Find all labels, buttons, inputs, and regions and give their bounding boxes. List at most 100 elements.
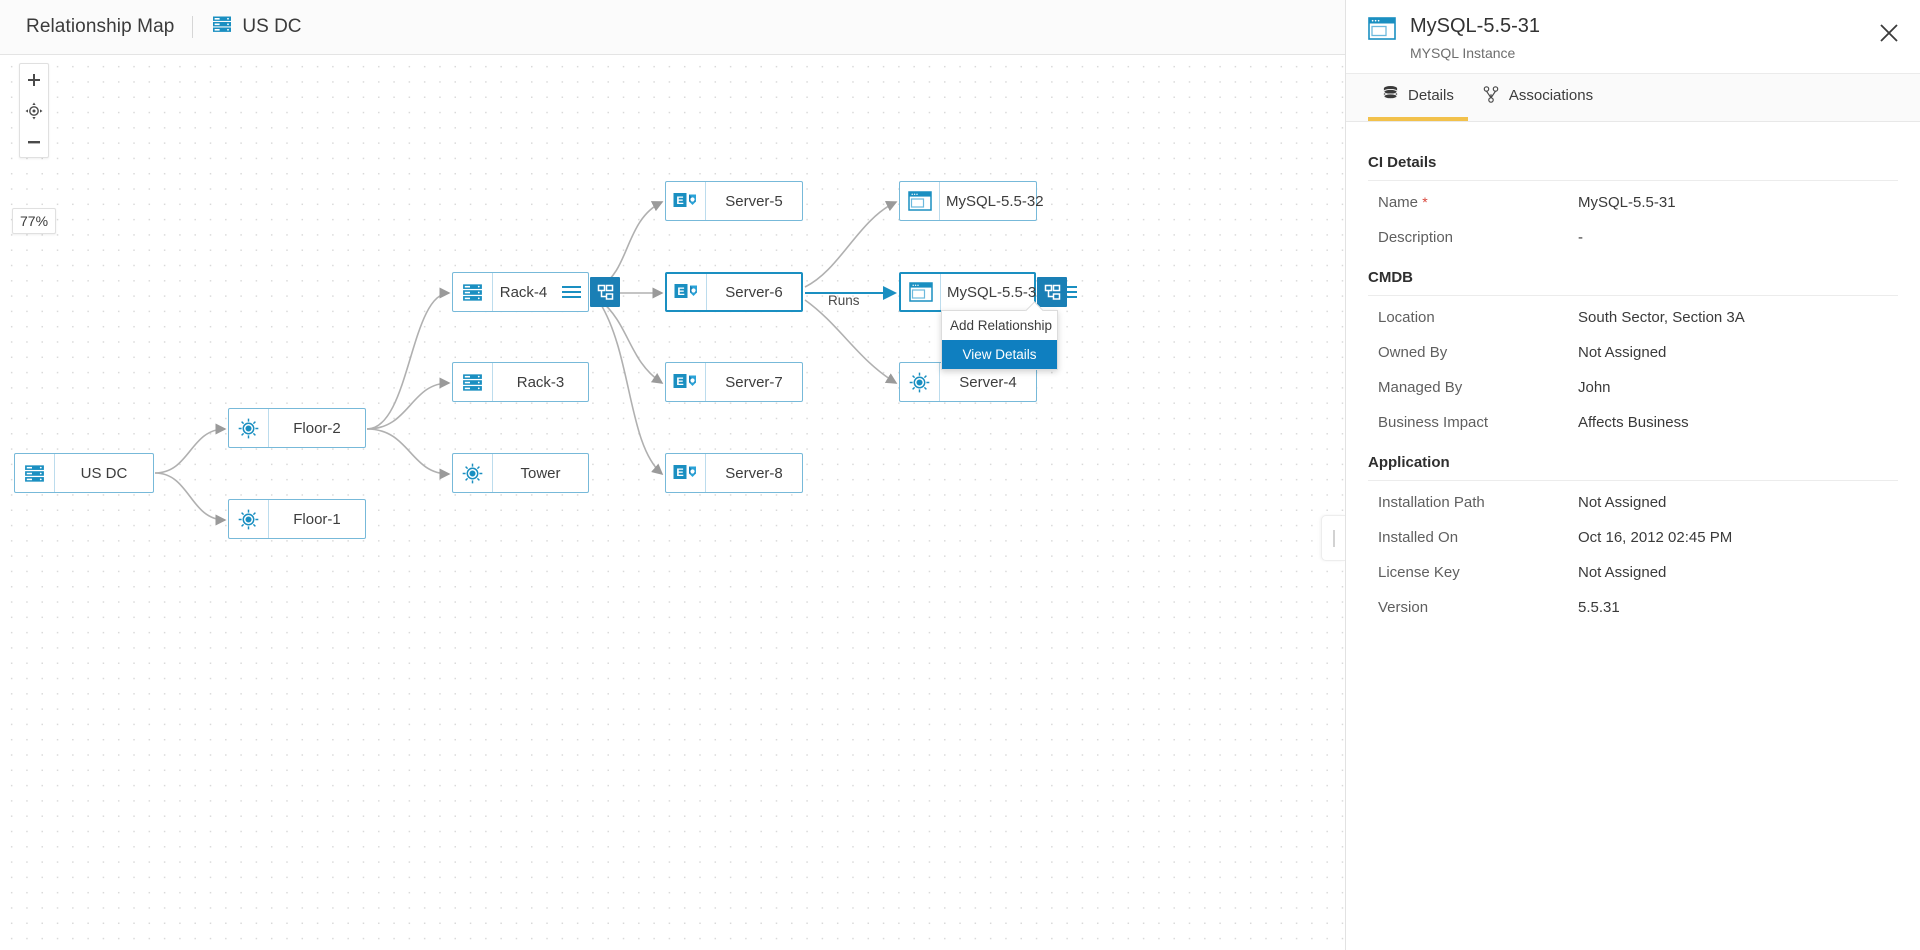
graph-node-floor-1[interactable]: Floor-1 <box>228 499 366 539</box>
graph-node-label: Server-4 <box>959 373 1017 391</box>
graph-node-server-7[interactable]: E Server-7 <box>665 362 803 402</box>
section-title: CI Details <box>1368 154 1437 171</box>
breadcrumb-current-label: US DC <box>242 16 302 37</box>
detail-row: Business Impact Affects Business <box>1368 405 1898 440</box>
menu-item-view-details[interactable]: View Details <box>942 340 1057 369</box>
graph-node-label: Server-6 <box>725 283 783 301</box>
graph-node-server-8[interactable]: E Server-8 <box>665 453 803 493</box>
detail-key: Version <box>1378 599 1429 616</box>
section-title: Application <box>1368 454 1450 471</box>
graph-node-label: MySQL-5.5-31 <box>947 283 1045 301</box>
graph-node-label: Rack-4 <box>499 283 548 301</box>
node-context-menu[interactable]: Add Relationship View Details <box>941 301 1058 370</box>
sun-gear-icon <box>900 363 940 401</box>
detail-key: Business Impact <box>1378 414 1489 431</box>
detail-row: Description - <box>1368 220 1898 255</box>
server-rack-icon <box>211 13 233 41</box>
graph-node-server-5[interactable]: E Server-5 <box>665 181 803 221</box>
node-menu-button[interactable] <box>554 273 588 311</box>
window-app-icon <box>900 182 940 220</box>
graph-node-rack-4[interactable]: Rack-4 <box>452 272 589 312</box>
graph-node-label: Floor-2 <box>293 419 341 437</box>
breadcrumb-root[interactable]: Relationship Map <box>26 16 175 37</box>
node-expand-button-rack-4[interactable] <box>590 277 620 307</box>
detail-value: Affects Business <box>1578 414 1689 431</box>
handle-grip-icon <box>1332 529 1335 547</box>
panel-tabs[interactable]: Details Associations <box>1346 74 1920 122</box>
recenter-icon[interactable] <box>20 95 48 126</box>
detail-row: Installation Path Not Assigned <box>1368 485 1898 520</box>
breadcrumb-divider <box>192 16 194 38</box>
server-rack-icon <box>453 363 493 401</box>
graph-node-tower[interactable]: Tower <box>452 453 589 493</box>
node-expand-button-mysql-31[interactable] <box>1037 277 1067 307</box>
graph-node-floor-2[interactable]: Floor-2 <box>228 408 366 448</box>
tab-details[interactable]: Details <box>1368 74 1468 121</box>
graph-node-label: US DC <box>80 464 128 482</box>
exchange-icon: E <box>666 363 706 401</box>
detail-row: Location South Sector, Section 3A <box>1368 300 1898 335</box>
graph-node-label: Floor-1 <box>293 510 341 528</box>
close-icon[interactable] <box>1878 22 1900 44</box>
graph-node-label: Tower <box>520 464 561 482</box>
detail-key: Location <box>1378 309 1435 326</box>
exchange-icon: E <box>666 454 706 492</box>
section-title: CMDB <box>1368 269 1413 286</box>
panel-subtitle: MYSQL Instance <box>1410 45 1516 61</box>
detail-key: Installation Path <box>1378 494 1485 511</box>
section-divider <box>1368 480 1898 481</box>
detail-value: Not Assigned <box>1578 344 1667 361</box>
graph-node-mysql-31[interactable]: MySQL-5.5-31 <box>899 272 1078 312</box>
detail-value: - <box>1578 229 1583 246</box>
exchange-icon: E <box>666 182 706 220</box>
section-divider <box>1368 180 1898 181</box>
zoom-in-button[interactable] <box>20 64 48 95</box>
svg-text:E: E <box>677 286 684 298</box>
breadcrumb-current[interactable]: US DC <box>211 13 302 41</box>
graph-node-rack-3[interactable]: Rack-3 <box>452 362 589 402</box>
panel-collapse-handle[interactable] <box>1321 515 1345 561</box>
zoom-out-button[interactable] <box>20 126 48 157</box>
graph-node-us-dc[interactable]: US DC <box>14 453 154 493</box>
tab-associations-label: Associations <box>1508 87 1594 104</box>
graph-node-label: Server-5 <box>725 192 783 210</box>
edge-label: Runs <box>828 293 860 308</box>
relations-icon <box>1482 85 1500 107</box>
detail-value: Not Assigned <box>1578 494 1667 511</box>
detail-key: Installed On <box>1378 529 1459 546</box>
exchange-icon: E <box>667 274 707 310</box>
section-divider <box>1368 295 1898 296</box>
detail-value: South Sector, Section 3A <box>1578 309 1745 326</box>
details-panel: MySQL-5.5-31 MYSQL Instance Details <box>1345 0 1920 950</box>
detail-row: Name *MySQL-5.5-31 <box>1368 185 1898 220</box>
relationship-map-canvas[interactable]: 77% US DC Floor-2 Floor-1 Rac <box>0 55 1345 950</box>
tab-associations[interactable]: Associations <box>1468 74 1607 121</box>
detail-key: Name * <box>1378 194 1428 211</box>
zoom-controls[interactable] <box>19 63 49 158</box>
zoom-percentage[interactable]: 77% <box>12 208 57 234</box>
graph-node-label: Server-8 <box>725 464 783 482</box>
detail-key: Managed By <box>1378 379 1463 396</box>
sun-gear-icon <box>229 409 269 447</box>
panel-title: MySQL-5.5-31 <box>1410 15 1541 37</box>
node-menu-button[interactable] <box>1051 274 1085 310</box>
menu-item-add-relationship[interactable]: Add Relationship <box>950 318 1053 333</box>
window-app-icon <box>1368 17 1396 46</box>
graph-node-server-6[interactable]: E Server-6 <box>665 272 803 312</box>
detail-value: Not Assigned <box>1578 564 1667 581</box>
graph-node-label: Server-7 <box>725 373 783 391</box>
detail-section: CMDB Location South Sector, Section 3A Owne… <box>1368 269 1898 440</box>
window-app-icon <box>901 274 941 310</box>
graph-node-mysql-32[interactable]: MySQL-5.5-32 <box>899 181 1044 221</box>
svg-text:E: E <box>676 376 683 388</box>
detail-value: John <box>1578 379 1611 396</box>
detail-key: Description <box>1378 229 1454 246</box>
breadcrumb-bar: Relationship Map US DC <box>0 0 1345 55</box>
